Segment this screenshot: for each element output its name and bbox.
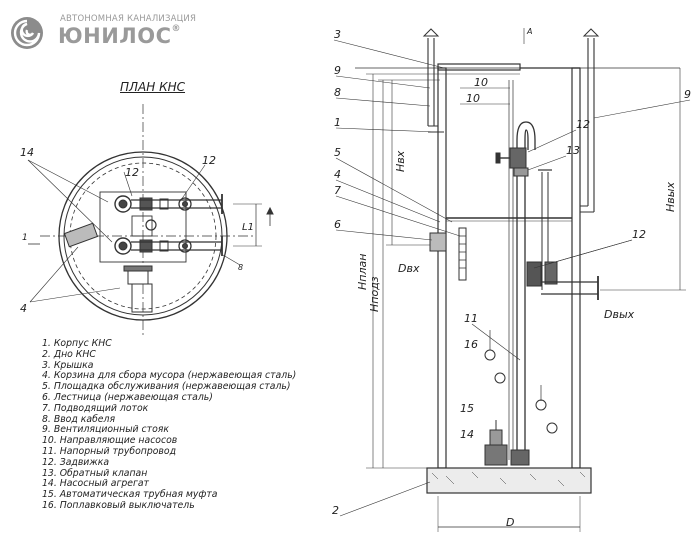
legend-item: 5. Площадка обслуживания (нержавеющая ст… [42, 381, 291, 393]
sec-label-15: 15 [460, 402, 474, 415]
plan-label-8: 8 [238, 263, 243, 272]
plan-view [27, 104, 274, 338]
sec-label-10a: 10 [474, 76, 488, 89]
plan-title: ПЛАН КНС [120, 80, 186, 94]
legend-item: 12. Задвижка [42, 456, 110, 468]
dimension-labels: Hвх Hвых Hплан Hподз Dвх Dвых D [356, 150, 677, 529]
legend-item: 9. Вентиляционный стояк [42, 424, 169, 436]
dim-d-vyx: Dвых [604, 308, 635, 321]
logo-brand-text: ЮНИЛОС [58, 24, 172, 48]
sec-label-8: 8 [334, 86, 341, 99]
sec-label-9b: 9 [684, 88, 691, 101]
sec-label-6: 6 [334, 218, 341, 231]
section-view [333, 28, 691, 532]
sec-label-3: 3 [334, 28, 341, 41]
legend-item: 14. Насосный агрегат [42, 478, 149, 490]
sec-label-7: 7 [334, 184, 341, 197]
plan-label-1: 1 [22, 233, 28, 243]
dim-h-vx: Hвх [394, 150, 407, 172]
legend-item: 6. Лестница (нержавеющая сталь) [42, 391, 213, 403]
sec-label-12a: 12 [576, 118, 590, 131]
plan-label-4: 4 [20, 302, 27, 315]
plan-label-14: 14 [20, 146, 34, 159]
section-labels: 3 9 8 1 5 4 7 6 2 10 10 12 13 9 12 11 16… [332, 27, 691, 517]
dim-h-podz: Hподз [368, 276, 381, 312]
plan-label-l1: L1 [242, 222, 254, 233]
logo-brand: ЮНИЛОС® [58, 24, 181, 48]
legend-item: 7. Подводящий лоток [42, 402, 149, 414]
legend-item: 11. Напорный трубопровод [42, 445, 177, 457]
sec-label-5: 5 [334, 146, 341, 159]
sec-label-1: 1 [334, 116, 341, 129]
sec-label-2: 2 [332, 504, 339, 517]
sec-label-a: A [526, 27, 532, 36]
sec-label-4: 4 [334, 168, 341, 181]
plan-labels: 14 12 12 4 1 L1 8 [20, 146, 254, 315]
sec-label-16: 16 [464, 338, 478, 351]
legend-item: 15. Автоматическая трубная муфта [42, 489, 218, 501]
legend-item: 1. Корпус КНС [42, 338, 112, 349]
unilos-swirl-icon [11, 17, 43, 49]
sec-label-11: 11 [464, 312, 478, 325]
dim-d: D [506, 516, 514, 529]
dim-d-vx: Dвх [398, 262, 420, 275]
sec-label-13: 13 [566, 144, 580, 157]
logo-tagline: АВТОНОМНАЯ КАНАЛИЗАЦИЯ [60, 14, 197, 24]
logo-reg-mark: ® [171, 24, 182, 34]
sec-label-14: 14 [460, 428, 474, 441]
legend-item: 8. Ввод кабеля [42, 413, 116, 425]
plan-label-12b: 12 [202, 154, 216, 167]
sec-label-9a: 9 [334, 64, 341, 77]
legend-item: 3. Крышка [42, 359, 94, 371]
legend-item: 16. Поплавковый выключатель [42, 499, 195, 511]
sec-label-10b: 10 [466, 92, 480, 105]
legend-item: 2. Дно КНС [42, 348, 96, 360]
dim-h-vyx: Hвых [664, 182, 677, 212]
legend-item: 10. Направляющие насосов [42, 435, 178, 447]
component-legend: 1. Корпус КНС 2. Дно КНС 3. Крышка 4. Ко… [42, 338, 297, 512]
plan-label-12a: 12 [125, 166, 139, 179]
sec-label-12b: 12 [632, 228, 646, 241]
legend-item: 13. Обратный клапан [42, 467, 148, 479]
legend-item: 4. Корзина для сбора мусора (нержавеющая… [42, 370, 297, 382]
dim-h-plan: Hплан [356, 254, 369, 290]
